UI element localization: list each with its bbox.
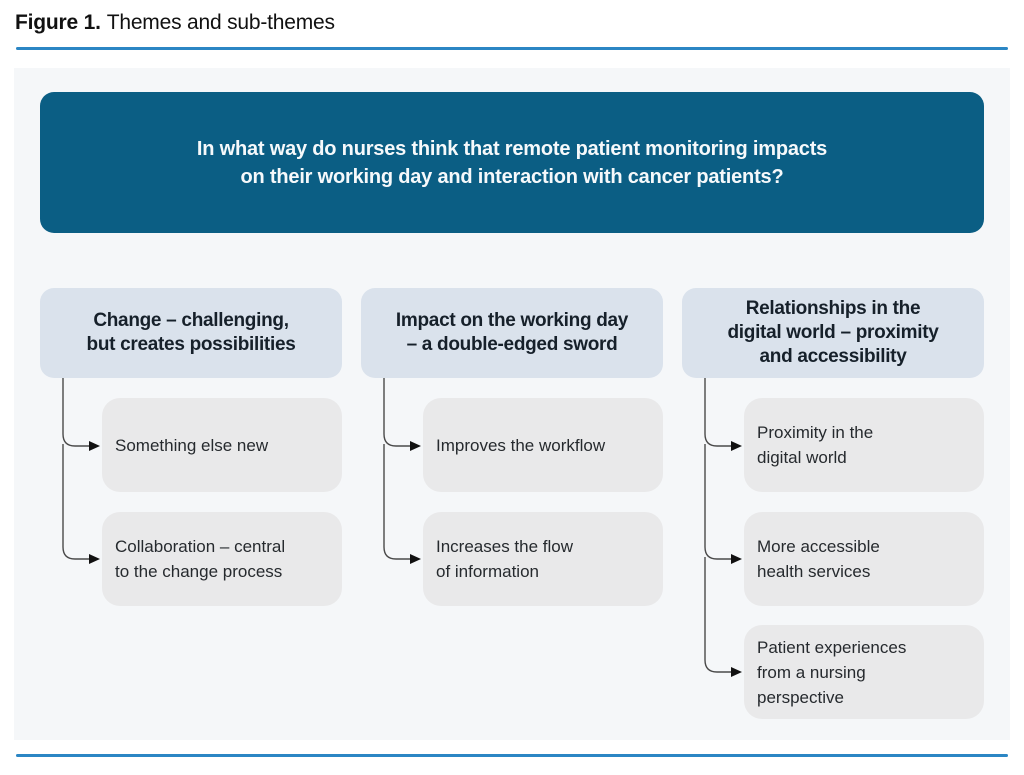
- question-text: In what way do nurses think that remote …: [196, 137, 828, 188]
- theme-header-label: Relationships in the digital world – pro…: [727, 298, 939, 367]
- theme-header-change: Change – challenging, but creates possib…: [40, 288, 342, 378]
- figure-title: Themes and sub-themes: [106, 11, 335, 34]
- subtheme-label: Proximity in the digital world: [757, 423, 874, 467]
- bottom-divider: [16, 754, 1008, 757]
- subtheme-label: Increases the flow of information: [436, 537, 574, 581]
- subtheme-box: Collaboration – central to the change pr…: [102, 512, 342, 606]
- theme-header-label: Impact on the working day – a double-edg…: [395, 310, 629, 355]
- subtheme-label: Something else new: [115, 435, 269, 455]
- top-divider: [16, 47, 1008, 50]
- theme-header-label: Change – challenging, but creates possib…: [86, 310, 296, 355]
- subtheme-label: Patient experiences from a nursing persp…: [757, 637, 907, 707]
- figure-label: Figure 1.: [15, 11, 101, 34]
- subtheme-label: More accessible health services: [757, 537, 880, 581]
- subtheme-box: Something else new: [102, 398, 342, 492]
- figure-caption: Figure 1.Themes and sub-themes: [15, 11, 335, 35]
- theme-header-working-day: Impact on the working day – a double-edg…: [361, 288, 663, 378]
- question-box: In what way do nurses think that remote …: [40, 92, 984, 233]
- subtheme-box: Patient experiences from a nursing persp…: [744, 625, 984, 719]
- subtheme-label: Collaboration – central to the change pr…: [115, 537, 286, 581]
- subtheme-box: Increases the flow of information: [423, 512, 663, 606]
- subtheme-label: Improves the workflow: [436, 435, 606, 455]
- theme-header-relationships: Relationships in the digital world – pro…: [682, 288, 984, 378]
- subtheme-box: More accessible health services: [744, 512, 984, 606]
- subtheme-box: Proximity in the digital world: [744, 398, 984, 492]
- subtheme-box: Improves the workflow: [423, 398, 663, 492]
